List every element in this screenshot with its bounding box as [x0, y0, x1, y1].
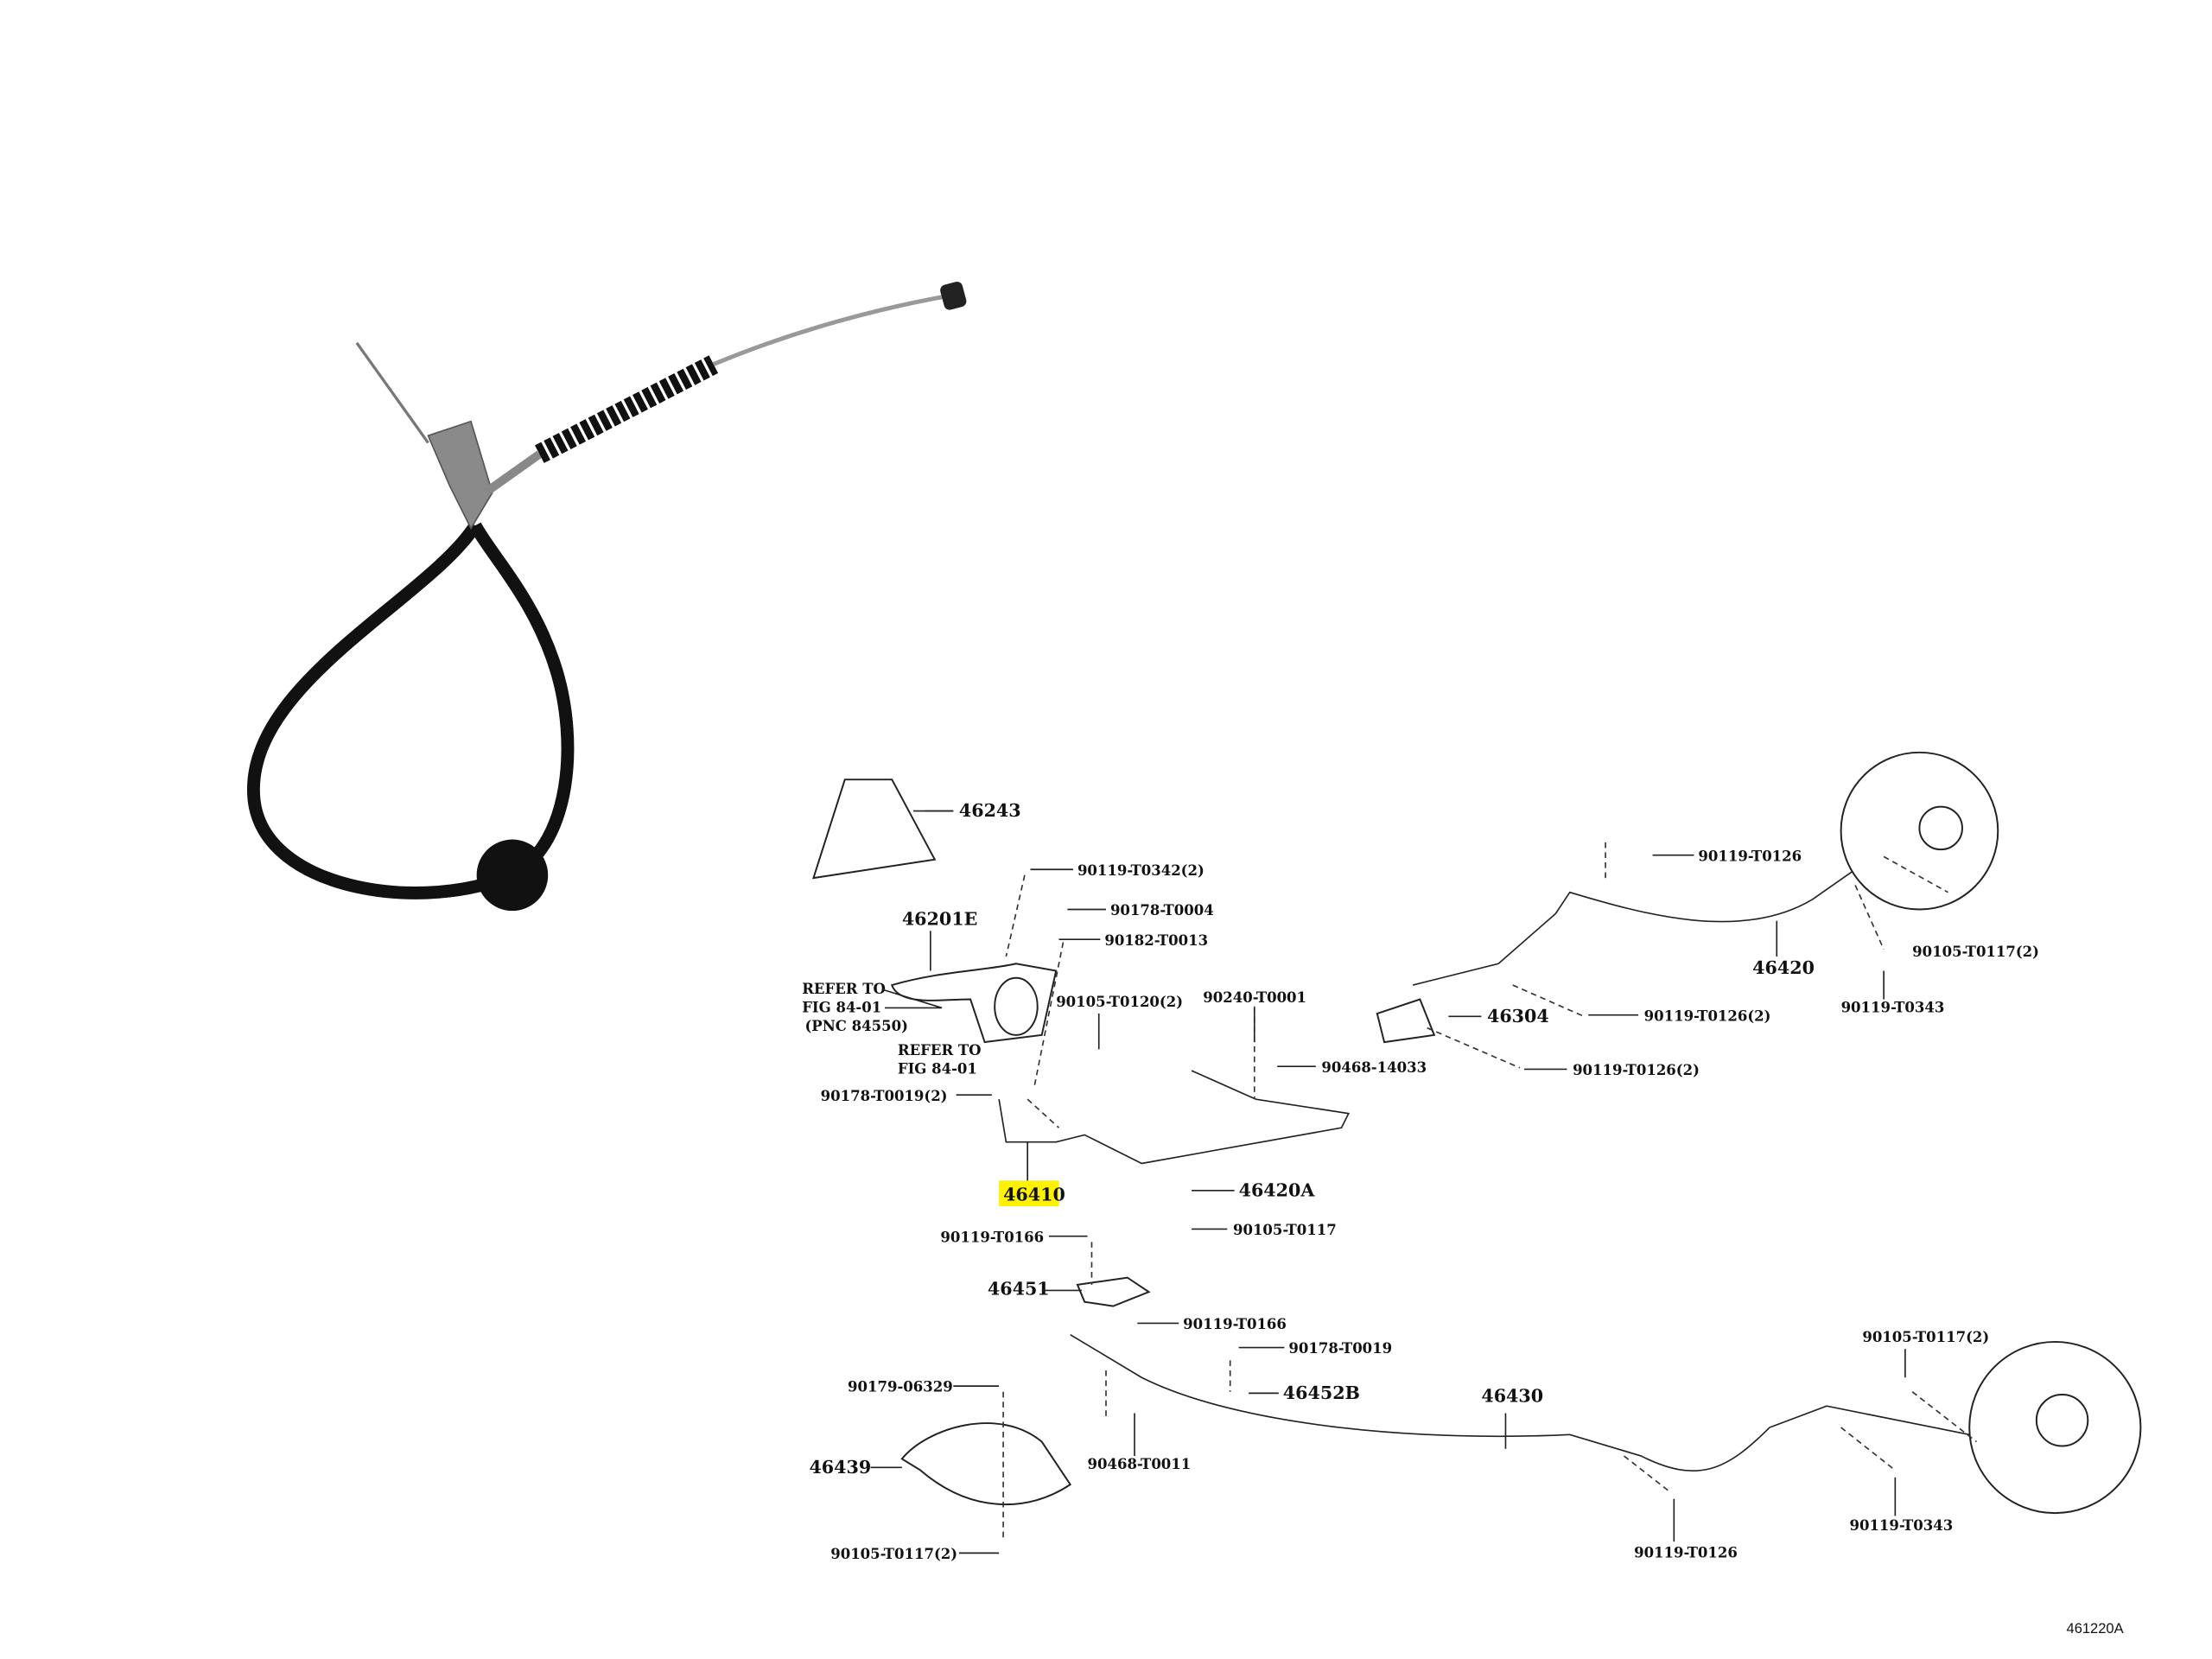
refer-note-2-line2[interactable]: FIG 84-01 [898, 1059, 977, 1077]
part-90105-T0117[interactable]: 90105-T0117 [1233, 1221, 1337, 1238]
refer-note-1-line3: (PNC 84550) [805, 1017, 908, 1034]
part-46420[interactable]: 46420 [1752, 957, 1815, 978]
part-90105-T0117-2[interactable]: 90105-T0117(2) [1912, 943, 2039, 960]
refer-note-2-line1: REFER TO [898, 1041, 982, 1058]
part-labels: 46243 90119-T0342(2) 90178-T0004 90182-T… [802, 800, 2123, 1637]
part-90178-T0019-2[interactable]: 90178-T0019(2) [821, 1087, 948, 1104]
leader-lines [870, 810, 1694, 1554]
part-46410[interactable]: 46410 [1003, 1184, 1065, 1205]
part-46243[interactable]: 46243 [959, 800, 1021, 821]
part-90119-T0126[interactable]: 90119-T0126 [1698, 847, 1802, 864]
part-90178-T0019[interactable]: 90178-T0019 [1288, 1339, 1392, 1357]
part-90105-T0117-2[interactable]: 90105-T0117(2) [1862, 1328, 1989, 1345]
part-90119-T0343[interactable]: 90119-T0343 [1849, 1516, 1953, 1534]
part-90468-14033[interactable]: 90468-14033 [1321, 1058, 1427, 1076]
part-90178-T0004[interactable]: 90178-T0004 [1110, 901, 1214, 918]
part-46451[interactable]: 46451 [988, 1278, 1050, 1299]
part-46452B[interactable]: 46452B [1283, 1382, 1360, 1403]
part-90240-T0001[interactable]: 90240-T0001 [1203, 988, 1306, 1006]
part-90105-T0117-2[interactable]: 90105-T0117(2) [830, 1545, 957, 1562]
part-46430[interactable]: 46430 [1481, 1385, 1543, 1406]
diagram-reference-code: 461220A [2067, 1621, 2124, 1637]
part-90119-T0166[interactable]: 90119-T0166 [940, 1228, 1044, 1245]
part-90119-T0166[interactable]: 90119-T0166 [1183, 1315, 1287, 1332]
cable-photo [247, 282, 967, 912]
part-46439[interactable]: 46439 [809, 1457, 871, 1478]
part-90119-T0126[interactable]: 90119-T0126 [1634, 1543, 1738, 1560]
highlight-46410 [999, 1180, 1059, 1207]
part-46420A[interactable]: 46420A [1239, 1179, 1316, 1200]
part-90468-T0011[interactable]: 90468-T0011 [1088, 1455, 1192, 1472]
part-90182-T0013[interactable]: 90182-T0013 [1104, 931, 1208, 949]
part-46304[interactable]: 46304 [1487, 1006, 1549, 1027]
part-46201E[interactable]: 46201E [902, 909, 977, 930]
part-90119-T0342[interactable]: 90119-T0342(2) [1077, 861, 1205, 879]
part-90119-T0126-2[interactable]: 90119-T0126(2) [1644, 1007, 1771, 1024]
part-90179-06329[interactable]: 90179-06329 [848, 1378, 953, 1395]
part-90105-T0120[interactable]: 90105-T0120(2) [1056, 993, 1183, 1010]
part-90119-T0126-2[interactable]: 90119-T0126(2) [1573, 1061, 1700, 1078]
refer-note-1-line2[interactable]: FIG 84-01 [802, 998, 881, 1015]
refer-note-1-line1: REFER TO [802, 980, 886, 997]
part-90119-T0343[interactable]: 90119-T0343 [1841, 998, 1945, 1015]
diagram-parts [811, 751, 2142, 1542]
